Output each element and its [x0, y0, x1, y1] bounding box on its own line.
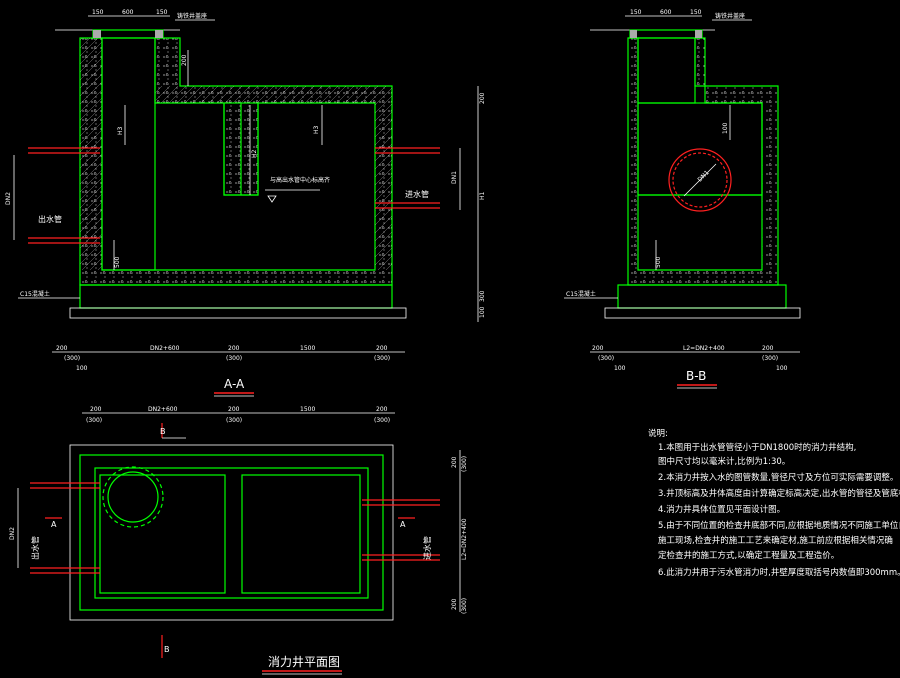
- bb-bdim-2: 100: [614, 365, 626, 372]
- aa-concrete-wall: [79, 37, 393, 286]
- aa-dim-500: 500: [114, 256, 121, 268]
- aa-bdim-7: (300): [374, 355, 390, 362]
- plan-rdim-1: (300): [461, 456, 468, 472]
- aa-dim-100: 100: [479, 306, 486, 318]
- bb-bdim-5: (300): [762, 355, 778, 362]
- bb-bdim-6: 100: [776, 365, 788, 372]
- aa-dim-dn2: DN2: [5, 192, 12, 205]
- bb-dim-100: 100: [722, 122, 729, 134]
- plan-outer-wall: [79, 454, 384, 611]
- bb-pipe-circle: [668, 148, 732, 212]
- plan-inlet-label: 进水管: [422, 536, 432, 560]
- aa-water-level-label: 与高出水管中心标高齐: [270, 176, 330, 184]
- notes-line-0: 1.本图用于出水管管径小于DN1800时的消力井结构,: [658, 442, 856, 453]
- aa-dim-h3: H3: [117, 126, 124, 135]
- notes-line-1: 图中尺寸均以毫米计,比例为1:30。: [658, 456, 790, 467]
- aa-outlet-label: 出水管: [38, 214, 62, 224]
- aa-bdim-4: (300): [226, 355, 242, 362]
- aa-dim-h3b: H3: [313, 125, 320, 134]
- notes-line-4: 4.消力井具体位置见平面设计图。: [658, 504, 785, 515]
- plan-tdim-7: (300): [374, 417, 390, 424]
- aa-title: A-A: [224, 377, 245, 391]
- aa-dim-150a: 150: [92, 9, 104, 16]
- plan-mark-a-left: A: [51, 520, 57, 529]
- plan-tdim-1: (300): [86, 417, 102, 424]
- aa-bdim-6: 200: [376, 345, 388, 352]
- plan-mark-b-bottom: B: [164, 645, 170, 654]
- plan-dim-dn2: DN2: [9, 527, 16, 540]
- aa-dim-dn1: DN1: [451, 171, 458, 184]
- aa-base-label: C15混凝土: [20, 290, 50, 298]
- aa-dim-150b: 150: [156, 9, 168, 16]
- bb-bdim-4: 200: [762, 345, 774, 352]
- bb-title: B-B: [686, 369, 706, 383]
- plan-mark-a-right: A: [400, 520, 406, 529]
- aa-dim-300: 300: [479, 290, 486, 302]
- plan-rdim-4: (300): [461, 598, 468, 614]
- plan-view: 200 (300) DN2+600 200 (300) 1500 200 (30…: [9, 406, 468, 675]
- plan-outlet-pipe: [30, 482, 100, 574]
- plan-title: 消力井平面图: [268, 655, 340, 669]
- bb-dim-150b: 150: [690, 9, 702, 16]
- aa-bdim-0: 200: [56, 345, 68, 352]
- aa-bdim-2: DN2+600: [150, 345, 180, 352]
- plan-rdim-2: L2=DN2+400: [461, 518, 468, 560]
- bb-bdim-0: 200: [592, 345, 604, 352]
- plan-base-slab: [69, 444, 394, 621]
- plan-tdim-2: DN2+600: [148, 406, 178, 413]
- bb-base-label: C15混凝土: [566, 290, 596, 298]
- aa-dim-200-right: 200: [479, 92, 486, 104]
- bb-dim-600: 600: [660, 9, 672, 16]
- plan-chamber-left: [99, 474, 226, 594]
- aa-inlet-pipe: [375, 147, 440, 209]
- bb-bdim-3: L2=DN2+400: [683, 345, 725, 352]
- plan-inlet-pipe: [362, 499, 440, 561]
- aa-dim-600: 600: [122, 9, 134, 16]
- notes-line-6: 施工现场,检查井的施工工艺来确定材,施工前应根据相关情况确: [658, 535, 893, 546]
- plan-tdim-5: 1500: [300, 406, 315, 413]
- plan-rdim-3: 200: [451, 598, 458, 610]
- notes-line-5: 5.由于不同位置的检查井底部不同,应根据地质情况不同施工单位自: [658, 520, 900, 531]
- bb-dim-500: 500: [655, 256, 662, 268]
- plan-manhole: [102, 466, 164, 528]
- plan-tdim-4: (300): [226, 417, 242, 424]
- notes-line-3: 3.井顶标高及井体高度由计算确定标高决定,出水管的管径及管底标高待计算确定。: [658, 488, 900, 499]
- aa-dim-200-top: 200: [181, 54, 188, 66]
- plan-tdim-6: 200: [376, 406, 388, 413]
- aa-bdim-1: (300): [64, 355, 80, 362]
- notes-line-2: 2.本消力井按入水的图管数量,管径尺寸及方位可实际需要调整。: [658, 472, 898, 483]
- bb-concrete-wall: [627, 37, 779, 286]
- aa-dim-h2: H2: [251, 149, 258, 158]
- plan-tdim-3: 200: [228, 406, 240, 413]
- plan-outlet-label: 出水管: [30, 536, 40, 560]
- notes-line-7: 定检查井的施工方式,以确定工程量及工程造价。: [658, 550, 839, 561]
- aa-outlet-pipe: [28, 147, 100, 244]
- plan-tdim-0: 200: [90, 406, 102, 413]
- aa-inlet-label: 进水管: [405, 189, 429, 199]
- aa-dim-h1: H1: [479, 191, 486, 200]
- plan-chamber-right: [241, 474, 361, 594]
- bb-cover-label: 铸铁井盖座: [715, 12, 745, 20]
- aa-base-slab: [79, 284, 393, 309]
- plan-mark-b-top: B: [160, 427, 166, 436]
- plan-rdim-0: 200: [451, 456, 458, 468]
- section-bb: 150 600 150 铸铁井盖座 DN1 100 500 C15混凝土 200…: [564, 9, 801, 389]
- notes-line-8: 6.此消力井用于污水管消力时,井壁厚度取括号内数值即300mm。: [658, 567, 900, 578]
- aa-bdim-8: 100: [76, 365, 88, 372]
- bb-dim-150a: 150: [630, 9, 642, 16]
- notes-block: 说明: 1.本图用于出水管管径小于DN1800时的消力井结构, 图中尺寸均以毫米…: [648, 428, 900, 578]
- bb-bdim-1: (300): [598, 355, 614, 362]
- notes-heading: 说明:: [648, 428, 668, 439]
- aa-bdim-5: 1500: [300, 345, 315, 352]
- section-aa: 150 600 150 铸铁井盖座: [5, 9, 486, 397]
- aa-bdim-3: 200: [228, 345, 240, 352]
- aa-cover-label: 铸铁井盖座: [177, 12, 207, 20]
